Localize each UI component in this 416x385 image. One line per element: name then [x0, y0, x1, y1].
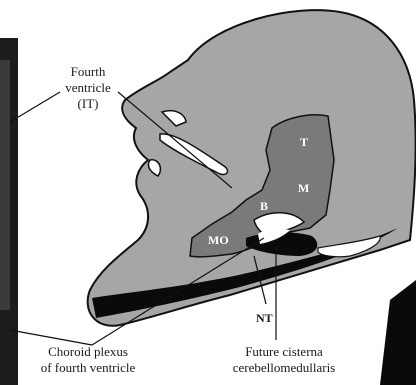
label-fourth-ventricle-3: (IT): [78, 96, 99, 111]
label-b: B: [260, 199, 268, 213]
label-fourth-ventricle-2: ventricle: [65, 80, 111, 95]
label-fourth-ventricle-1: Fourth: [71, 64, 106, 79]
label-t: T: [300, 135, 308, 149]
label-mo: MO: [208, 233, 229, 247]
leader-choroid-b: [10, 330, 92, 345]
label-choroid-1: Choroid plexus: [48, 344, 128, 359]
label-cisterna-1: Future cisterna: [245, 344, 323, 359]
corner-dark: [380, 280, 416, 385]
label-choroid-2: of fourth ventricle: [41, 360, 136, 375]
label-nt: NT: [256, 311, 273, 325]
label-cisterna-2: cerebellomedullaris: [233, 360, 336, 375]
label-m: M: [298, 181, 309, 195]
left-photo-texture: [0, 60, 10, 310]
